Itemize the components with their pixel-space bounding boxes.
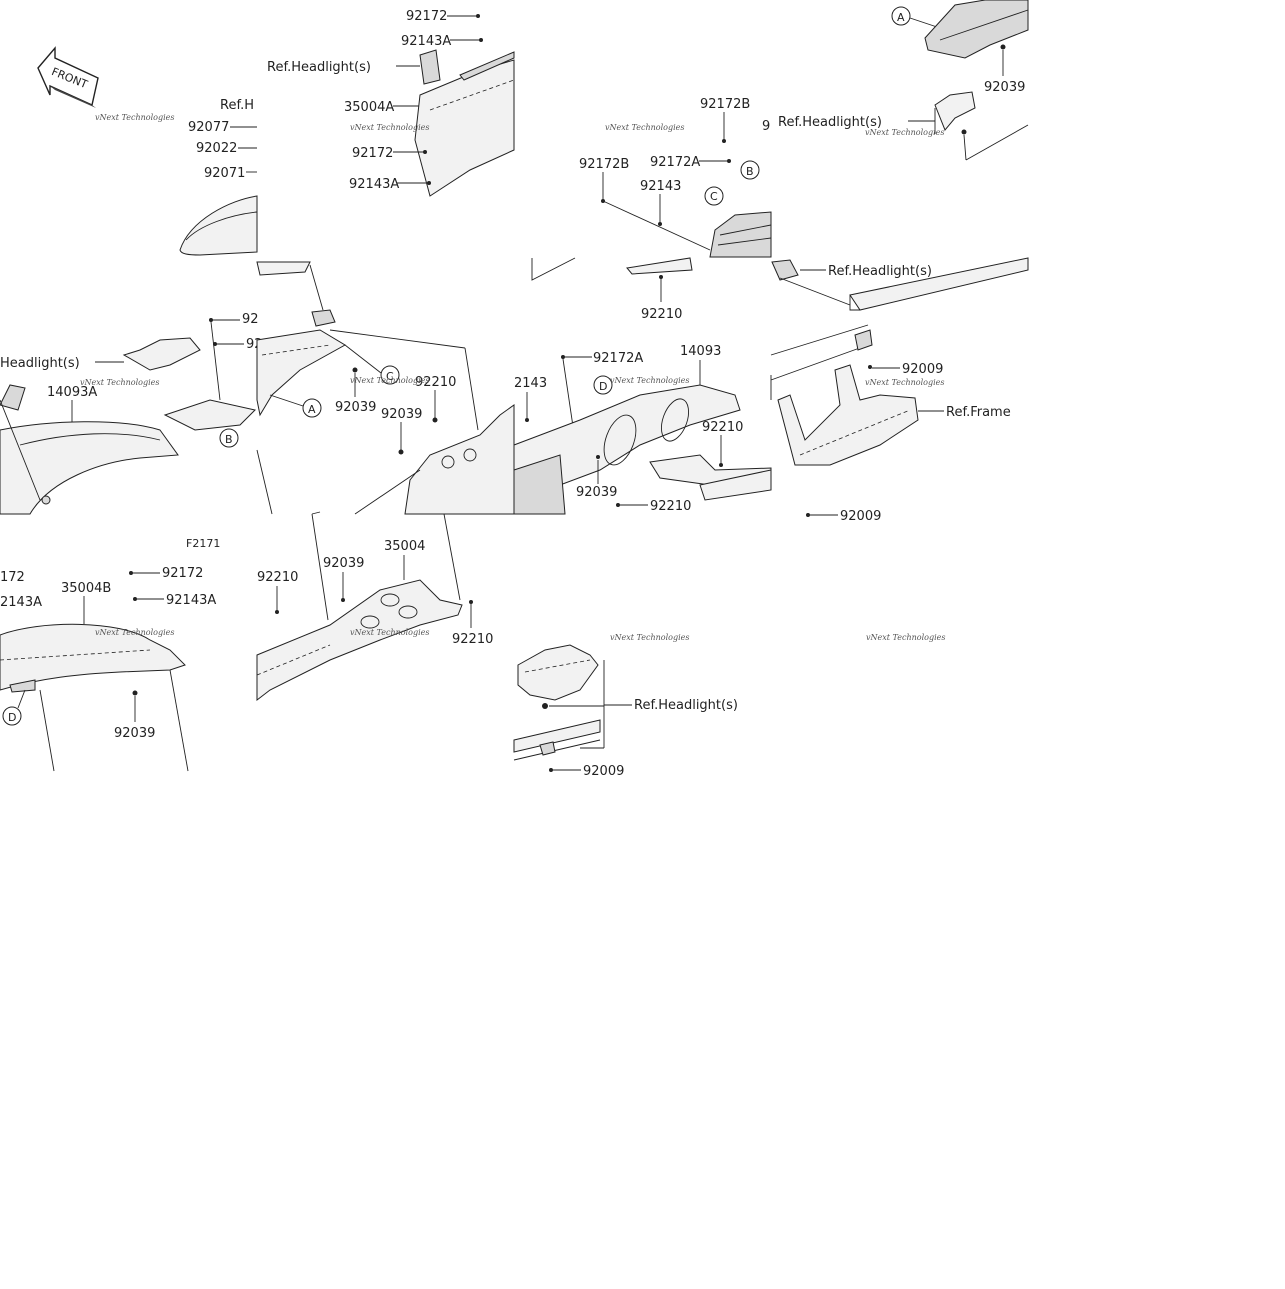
label-92039-t9: 92039 xyxy=(114,726,155,741)
watermark-5: vNext Technologies xyxy=(80,378,159,387)
watermark-1: vNext Technologies xyxy=(95,113,174,122)
label-92210-t7a: 92210 xyxy=(702,420,743,435)
label-92009-t8b: 92009 xyxy=(840,509,881,524)
tile-1: FRONT Ref.H 92077 92022 92071 vNext Tech… xyxy=(37,46,258,256)
label-92039-t7: 92039 xyxy=(576,485,617,500)
label-headlight-t5: Headlight(s) xyxy=(0,356,80,371)
label-2143a: 2143A xyxy=(0,595,42,610)
watermark-4: vNext Technologies xyxy=(865,128,944,137)
label-92172a-t7: 92172A xyxy=(593,351,643,366)
label-92071: 92071 xyxy=(204,166,245,181)
label-92143a-top: 92143A xyxy=(401,34,451,49)
label-92172b: 92172B xyxy=(579,157,629,172)
svg-text:C: C xyxy=(710,190,718,203)
label-ref-headlight-t11: Ref.Headlight(s) xyxy=(634,698,738,713)
label-92210-t6: 92210 xyxy=(415,375,456,390)
watermark-9: vNext Technologies xyxy=(95,628,174,637)
watermark-10: vNext Technologies xyxy=(350,628,429,637)
tile-5: Headlight(s) 14093A B 92 vNext Technolog… xyxy=(0,312,259,515)
label-14093a: 14093A xyxy=(47,385,97,400)
label-92210-t3: 92210 xyxy=(641,307,682,322)
watermark-8: vNext Technologies xyxy=(865,378,944,387)
watermark-11: vNext Technologies xyxy=(610,633,689,642)
label-92172-top: 92172 xyxy=(406,9,447,24)
callout-d-t7: D xyxy=(593,375,613,395)
tile-3: 92172B 9 92172B 92172A 92143 B C 92210 v… xyxy=(531,97,772,322)
label-92172-t9: 92172 xyxy=(162,566,203,581)
svg-text:A: A xyxy=(897,11,905,24)
label-92143a-mid: 92143A xyxy=(349,177,399,192)
tile-11: Ref.Headlight(s) 92009 vNext Technologie… xyxy=(513,633,738,779)
label-92172a: 92172A xyxy=(650,155,700,170)
label-92210-t10b: 92210 xyxy=(452,632,493,647)
tile-8: Ref.Headlight(s) 92009 Ref.Frame 92009 v… xyxy=(770,257,1029,524)
label-92039-t10: 92039 xyxy=(323,556,364,571)
tile-7: 92172A 14093 2143 D 92210 92039 92210 vN… xyxy=(513,344,772,515)
svg-text:D: D xyxy=(8,711,16,724)
front-arrow-icon: FRONT xyxy=(37,46,99,108)
label-35004a: 35004A xyxy=(344,100,394,115)
watermark-12: vNext Technologies xyxy=(866,633,945,642)
callout-d-t9: D xyxy=(2,706,22,726)
label-ref-headlight-t4: Ref.Headlight(s) xyxy=(778,115,882,130)
label-92039-t4: 92039 xyxy=(984,80,1025,95)
label-ref-h: Ref.H xyxy=(220,98,254,113)
tile-4: A 92039 Ref.Headlight(s) vNext Technolog… xyxy=(778,0,1029,161)
tile-12: vNext Technologies xyxy=(866,633,945,642)
label-ref-headlight-tile2: Ref.Headlight(s) xyxy=(267,60,371,75)
label-92210-t7b: 92210 xyxy=(650,499,691,514)
label-9: 9 xyxy=(762,119,770,134)
svg-text:A: A xyxy=(308,403,316,416)
callout-c-t6: C xyxy=(380,365,400,385)
callout-b: B xyxy=(740,160,760,180)
watermark-6: vNext Technologies xyxy=(350,376,429,385)
label-92143: 92143 xyxy=(640,179,681,194)
callout-b-t5: B xyxy=(219,428,239,448)
tile-2: 92172 92143A Ref.Headlight(s) 35004A 921… xyxy=(267,9,515,197)
tile-9: F2171 172 2143A 35004B 92172 92143A D 92… xyxy=(0,537,220,772)
label-172: 172 xyxy=(0,570,25,585)
label-92172b-top: 92172B xyxy=(700,97,750,112)
callout-a-t6: A xyxy=(302,398,322,418)
label-14093: 14093 xyxy=(680,344,721,359)
watermark-3: vNext Technologies xyxy=(605,123,684,132)
callout-c: C xyxy=(704,186,724,206)
label-92009-t8a: 92009 xyxy=(902,362,943,377)
label-92022: 92022 xyxy=(196,141,237,156)
label-92210-t10a: 92210 xyxy=(257,570,298,585)
watermark-2: vNext Technologies xyxy=(350,123,429,132)
svg-text:B: B xyxy=(225,433,233,446)
label-92172-mid: 92172 xyxy=(352,146,393,161)
tile-10: 92210 92039 35004 92210 vNext Technologi… xyxy=(256,513,493,702)
svg-text:C: C xyxy=(386,370,394,383)
label-35004b: 35004B xyxy=(61,581,111,596)
label-92039-t6b: 92039 xyxy=(381,407,422,422)
label-ref-frame: Ref.Frame xyxy=(946,405,1011,420)
figure-code: F2171 xyxy=(186,537,220,550)
label-92039-t6a: 92039 xyxy=(335,400,376,415)
label-92077: 92077 xyxy=(188,120,229,135)
svg-text:D: D xyxy=(599,380,607,393)
callout-a-top: A xyxy=(891,6,911,26)
tile-6: 92 A C 92039 92210 92039 vNext Technolog… xyxy=(213,261,515,515)
label-35004: 35004 xyxy=(384,539,425,554)
label-92009-t11: 92009 xyxy=(583,764,624,779)
label-92143a-t9: 92143A xyxy=(166,593,216,608)
svg-text:B: B xyxy=(746,165,754,178)
watermark-7: vNext Technologies xyxy=(610,376,689,385)
label-ref-headlight-t8: Ref.Headlight(s) xyxy=(828,264,932,279)
label-92-a: 92 xyxy=(242,312,259,327)
label-2143: 2143 xyxy=(514,376,547,391)
